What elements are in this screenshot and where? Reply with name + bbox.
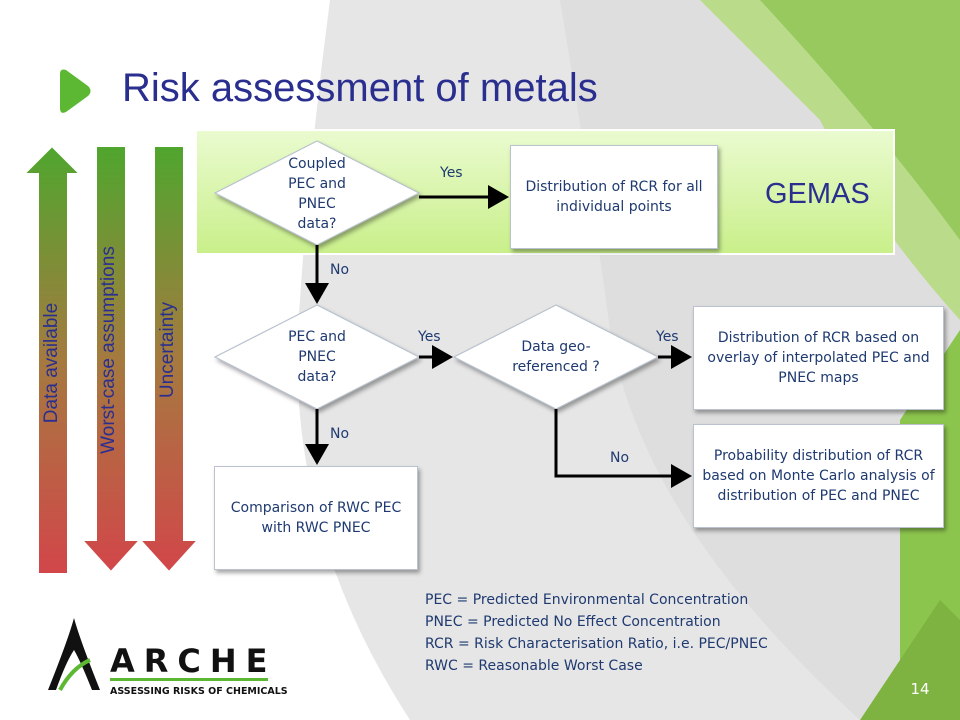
page-number-badge — [900, 677, 940, 701]
decision-pec-pnec-text: PEC and PNEC data? — [288, 329, 346, 385]
decision-georef-text: Data geo- referenced ? — [512, 339, 600, 375]
page-title: Risk assessment of metals — [122, 66, 598, 110]
gemas-label: GEMAS — [765, 178, 870, 210]
uncertainty-label: Uncertainty — [157, 301, 178, 399]
data-available-label: Data available — [41, 302, 62, 424]
arche-logo-wordmark: ARCHE ASSESSING RISKS OF CHEMICALS — [110, 642, 288, 697]
worst-case-assumptions-label: Worst-case assumptions — [98, 246, 119, 454]
abbreviation-legend: PEC = Predicted Environmental Concentrat… — [425, 589, 768, 677]
svg-text:ARCHE: ARCHE — [110, 642, 277, 680]
edge-label-pec-no: No — [330, 426, 350, 442]
legend-line-pec: PEC = Predicted Environmental Concentrat… — [425, 592, 749, 608]
legend-line-rwc: RWC = Reasonable Worst Case — [425, 658, 643, 674]
page-number: 14 — [910, 680, 930, 698]
uncertainty-arrow — [137, 145, 201, 574]
worst-case-arrow — [79, 145, 143, 574]
legend-line-rcr: RCR = Risk Characterisation Ratio, i.e. … — [425, 636, 768, 652]
title-chevron-icon — [60, 69, 91, 113]
connector-georef-no — [554, 409, 692, 488]
legend-line-pnec: PNEC = Predicted No Effect Concentration — [425, 614, 721, 630]
edge-label-georef-yes: Yes — [656, 329, 679, 345]
box-probability-monte-carlo: Probability distribution of RCR based on… — [693, 424, 944, 528]
svg-text:ASSESSING RISKS OF CHEMICALS: ASSESSING RISKS OF CHEMICALS — [110, 686, 288, 697]
edge-label-coupled-no: No — [330, 262, 350, 278]
arche-logo-mark — [48, 618, 100, 691]
edge-label-georef-no: No — [610, 450, 630, 466]
box-distribution-all-points: Distribution of RCR for all individual p… — [510, 145, 718, 249]
edge-label-coupled-yes: Yes — [440, 165, 463, 181]
data-available-arrow — [21, 144, 83, 575]
green-corner-wedge-2 — [760, 0, 960, 240]
box-distribution-overlay: Distribution of RCR based on overlay of … — [693, 306, 944, 410]
edge-label-pec-yes: Yes — [418, 329, 441, 345]
decision-coupled-text: Coupled PEC and PNEC data? — [288, 156, 346, 232]
box-comparison-rwc: Comparison of RWC PEC with RWC PNEC — [214, 466, 418, 570]
